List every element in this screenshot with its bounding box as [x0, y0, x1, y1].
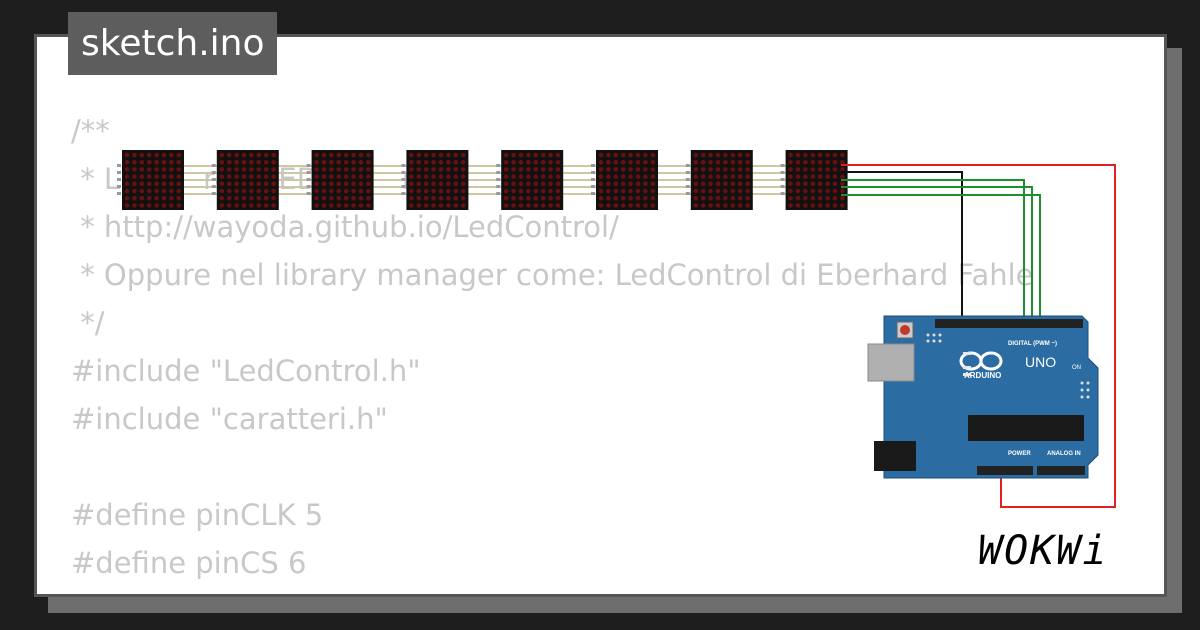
on-label: ON [1072, 365, 1081, 371]
code-line: * Oppure nel library manager come: LedCo… [71, 258, 1034, 292]
sketch-filename-badge: sketch.ino [68, 12, 278, 75]
code-line: /** [71, 114, 110, 148]
power-label: POWER [1008, 451, 1031, 457]
digital-header[interactable] [935, 319, 1083, 328]
wokwi-logo: WOKWi [978, 528, 1109, 574]
status-leds [963, 352, 971, 376]
code-line: #define pinCS 6 [71, 546, 307, 580]
din-wire[interactable] [841, 179, 1025, 322]
led-matrix-module[interactable] [401, 150, 469, 210]
led-matrix-module[interactable] [591, 150, 658, 210]
board-brand: ARDUINO [964, 371, 1001, 380]
arduino-uno-board[interactable]: UNO ARDUINO DIGITAL (PWM ~) POWER ANALOG… [867, 315, 1099, 479]
usb-connector [867, 343, 915, 382]
led-matrix-module[interactable] [306, 150, 374, 210]
power-jack [874, 441, 916, 471]
led-matrix-row [117, 150, 848, 210]
led-matrix-module[interactable] [496, 150, 564, 210]
code-line: #include "caratteri.h" [71, 402, 388, 436]
code-line: #include "LedControl.h" [71, 354, 421, 388]
code-line: #define pinCLK 5 [71, 498, 324, 532]
board-model: UNO [1025, 354, 1056, 370]
led-matrix-module[interactable] [685, 150, 753, 210]
led-matrix-module[interactable] [211, 150, 279, 210]
vcc-wire[interactable] [841, 164, 1116, 508]
digital-label: DIGITAL (PWM ~) [1008, 341, 1057, 347]
power-header[interactable] [977, 466, 1033, 475]
cs-wire[interactable] [841, 186, 1033, 322]
led-matrix-module[interactable] [117, 150, 184, 210]
clk-wire[interactable] [841, 194, 1041, 322]
icsp-header [1080, 381, 1090, 399]
code-line: * http://wayoda.github.io/LedControl/ [71, 210, 619, 244]
analog-label: ANALOG IN [1047, 451, 1081, 457]
analog-header[interactable] [1037, 466, 1085, 475]
microcontroller-chip [968, 415, 1084, 441]
small-header [926, 333, 942, 343]
led-matrix-module[interactable] [780, 150, 848, 210]
code-line: */ [71, 306, 105, 340]
